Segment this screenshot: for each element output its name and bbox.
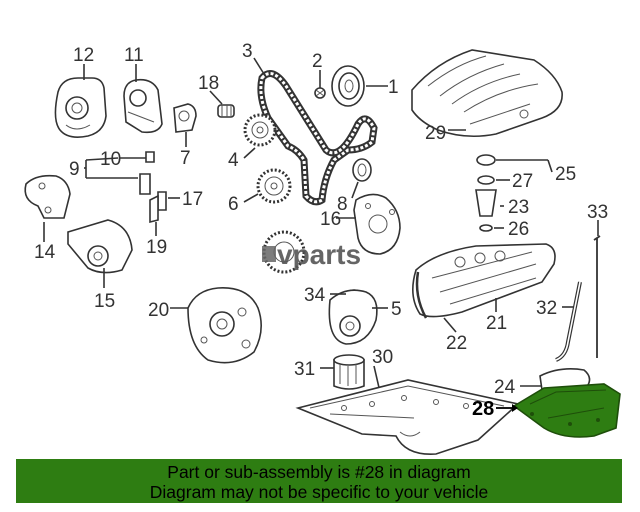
part-31[interactable] <box>593 235 601 358</box>
callout-15[interactable]: 15 <box>94 291 115 312</box>
part-14[interactable] <box>24 174 71 219</box>
part-9[interactable] <box>120 151 155 163</box>
callout-1[interactable]: 1 <box>388 77 399 98</box>
callout-28-highlighted[interactable]: 28 <box>472 398 494 420</box>
callout-6[interactable]: 7 <box>180 148 191 169</box>
callout-30[interactable]: 32 <box>536 298 557 319</box>
callout-14[interactable]: 14 <box>34 242 56 263</box>
callout-19[interactable]: 20 <box>148 300 169 321</box>
callout-29[interactable]: 24 <box>494 377 516 398</box>
callout-24[interactable]: 26 <box>508 219 529 240</box>
part-17[interactable] <box>149 194 159 224</box>
callout-16[interactable]: 17 <box>182 189 203 210</box>
part-28-highlighted[interactable] <box>512 383 621 438</box>
callout-34[interactable]: 34 <box>304 285 326 306</box>
info-banner: Part or sub-assembly is #28 in diagram D… <box>16 459 622 503</box>
callout-33[interactable]: 5 <box>391 299 402 320</box>
watermark-text: vparts <box>277 239 361 270</box>
part-6[interactable] <box>173 103 197 133</box>
part-30[interactable] <box>555 281 582 362</box>
callout-10[interactable]: 11 <box>124 45 144 66</box>
callout-31[interactable]: 33 <box>587 202 608 223</box>
callout-3[interactable]: 3 <box>242 41 253 62</box>
callout-27[interactable]: 30 <box>372 347 393 368</box>
callout-21[interactable]: 22 <box>446 333 467 354</box>
part-5[interactable] <box>256 168 292 204</box>
part-4[interactable] <box>243 113 277 147</box>
callout-11[interactable]: 16 <box>320 209 341 230</box>
part-2[interactable] <box>314 87 326 99</box>
callout-22[interactable]: 23 <box>508 197 529 218</box>
part-1[interactable] <box>331 65 365 107</box>
part-33[interactable] <box>328 289 378 345</box>
callout-20[interactable]: 21 <box>486 313 507 334</box>
part-21[interactable] <box>415 271 428 319</box>
callout-32[interactable]: 31 <box>294 359 315 380</box>
banner-line-1: Part or sub-assembly is #28 in diagram <box>167 462 471 482</box>
callout-2[interactable]: 2 <box>312 51 323 72</box>
part-3[interactable] <box>257 70 378 206</box>
part-12[interactable] <box>54 77 107 138</box>
oil-pan-highlight <box>512 383 621 438</box>
callout-5[interactable]: 6 <box>228 194 239 215</box>
banner-line-2: Diagram may not be specific to your vehi… <box>149 482 489 502</box>
callout-8[interactable]: 9 <box>69 159 80 180</box>
part-26[interactable] <box>411 49 563 138</box>
part-22[interactable] <box>475 189 497 217</box>
callout-26[interactable]: 29 <box>425 123 446 144</box>
callout-23[interactable]: 25 <box>555 164 576 185</box>
vparts-watermark: vparts <box>262 239 361 270</box>
callout-17[interactable]: 19 <box>146 237 167 258</box>
part-24[interactable] <box>479 224 493 232</box>
part-16[interactable] <box>157 191 167 211</box>
callout-12[interactable]: 12 <box>73 45 94 66</box>
part-11[interactable] <box>353 193 401 255</box>
exploded-parts-diagram: 12 11 3 2 1 18 7 4 6 8 16 29 10 9 17 19 … <box>24 41 621 455</box>
callout-25[interactable]: 27 <box>512 171 533 192</box>
part-25[interactable] <box>477 175 495 185</box>
part-7[interactable] <box>352 158 372 182</box>
callout-7[interactable]: 8 <box>337 194 348 215</box>
part-20[interactable] <box>412 243 556 318</box>
part-32[interactable] <box>333 354 365 390</box>
callout-9[interactable]: 10 <box>100 149 121 170</box>
part-27[interactable] <box>295 379 520 455</box>
part-10[interactable] <box>123 78 163 134</box>
part-18[interactable] <box>217 104 235 118</box>
part-19[interactable] <box>187 287 262 364</box>
callout-4[interactable]: 4 <box>228 150 239 171</box>
part-23[interactable] <box>476 154 496 166</box>
part-15[interactable] <box>67 219 133 274</box>
part-8[interactable] <box>139 173 151 195</box>
callout-18[interactable]: 18 <box>198 73 219 94</box>
